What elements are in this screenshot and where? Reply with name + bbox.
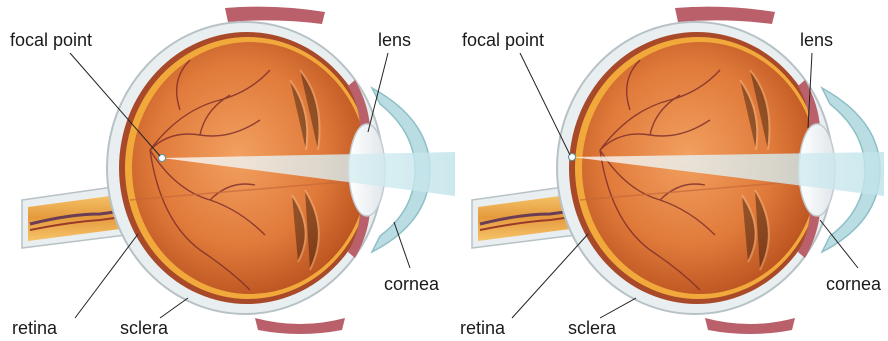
eye-panel-left: focal point lens retina sclera cornea [10,7,455,338]
retina-leader [75,234,138,318]
focal-point-label: focal point [462,30,544,50]
retina-label: retina [12,318,58,338]
cornea-label: cornea [826,274,882,294]
focal-point-label: focal point [10,30,92,50]
sclera-leader [600,298,636,318]
retina-label: retina [460,318,506,338]
sclera-label: sclera [120,318,169,338]
retina-leader [512,234,588,318]
sclera-label: sclera [568,318,617,338]
lens-label: lens [378,30,411,50]
sclera-leader [160,298,188,318]
cornea-label: cornea [384,274,440,294]
eye-panel-right: focal point lens retina sclera cornea [460,7,884,338]
focal-point-leader [520,53,570,155]
lens-label: lens [800,30,833,50]
lens-leader [368,53,388,132]
